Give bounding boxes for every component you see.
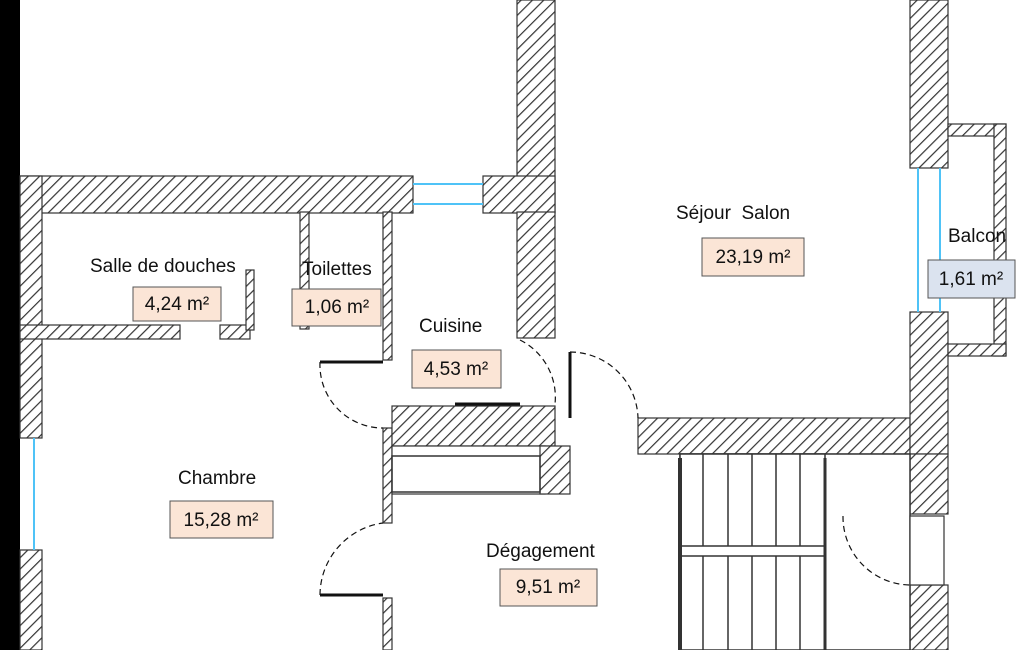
area-box-toilettes bbox=[291, 288, 382, 327]
area-toilettes: 1,06 m² bbox=[305, 297, 369, 318]
wall-right-bottom bbox=[909, 584, 949, 650]
wall-degagement-left-bottom bbox=[382, 597, 393, 650]
wall-bath-bottom-left bbox=[19, 324, 181, 340]
area-balcon: 1,61 m² bbox=[939, 269, 1003, 290]
label-sejour-salon: Séjour Salon bbox=[676, 203, 790, 224]
wall-bath-toilet-divider bbox=[299, 211, 310, 330]
wall-toilet-kitchen-divider bbox=[382, 211, 393, 361]
area-box-degagement bbox=[499, 568, 598, 607]
walls bbox=[19, 0, 1007, 650]
area-box-chambre bbox=[169, 500, 274, 539]
wall-right-stair bbox=[909, 453, 949, 515]
area-box-sejour bbox=[701, 237, 805, 277]
doors bbox=[319, 339, 945, 597]
wall-kitchen-left-lower bbox=[382, 427, 393, 524]
label-chambre: Chambre bbox=[178, 468, 256, 489]
area-sejour: 23,19 m² bbox=[716, 247, 791, 268]
wall-bath-bottom-mid bbox=[219, 324, 251, 340]
label-cuisine: Cuisine bbox=[419, 316, 482, 337]
label-toilettes: Toilettes bbox=[302, 259, 372, 280]
label-degagement: Dégagement bbox=[486, 541, 596, 562]
wall-kitchen-right bbox=[516, 211, 556, 339]
wall-kitchen-bottom bbox=[391, 405, 556, 447]
label-balcon: Balcon bbox=[948, 226, 1006, 247]
area-box-cuisine bbox=[411, 349, 502, 389]
area-salle-de-douches: 4,24 m² bbox=[145, 294, 209, 315]
area-cuisine: 4,53 m² bbox=[424, 359, 488, 380]
area-chambre: 15,28 m² bbox=[184, 510, 259, 531]
left-black-border bbox=[0, 0, 20, 650]
wall-left-upper bbox=[19, 175, 43, 439]
label-salle-de-douches: Salle de douches bbox=[90, 256, 236, 277]
wall-vertical-top-right bbox=[909, 0, 949, 169]
wall-bath-partition bbox=[245, 269, 255, 331]
area-degagement: 9,51 m² bbox=[516, 577, 580, 598]
room-labels: Salle de douches 4,24 m² Toilettes 1,06 … bbox=[90, 203, 1016, 607]
closet-outline bbox=[391, 455, 541, 493]
wall-closet-right bbox=[539, 445, 571, 495]
area-box-balcon bbox=[927, 259, 1016, 299]
closet-slot bbox=[391, 445, 546, 495]
wall-top-bedroom-bath bbox=[19, 175, 414, 214]
wall-top-kitchen bbox=[482, 175, 556, 214]
area-box-salle-de-douches bbox=[132, 286, 222, 322]
wall-living-bottom bbox=[637, 417, 911, 455]
balcony-rail-bottom bbox=[947, 343, 1007, 357]
wall-left-lower bbox=[19, 549, 43, 650]
staircase bbox=[678, 453, 911, 650]
wall-right-lower bbox=[909, 311, 949, 455]
